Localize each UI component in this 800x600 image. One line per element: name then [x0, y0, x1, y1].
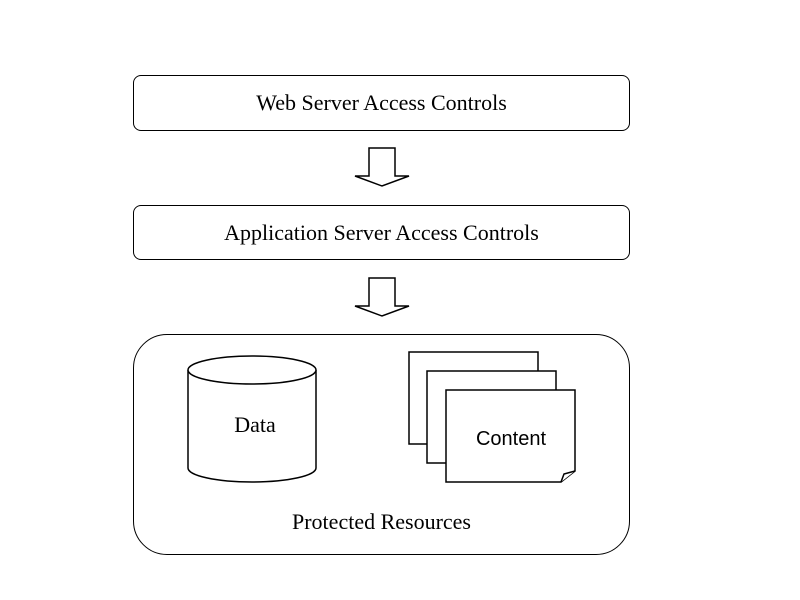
content-label: Content [476, 428, 546, 450]
down-arrow-icon [354, 147, 410, 187]
web-server-access-controls-box: Web Server Access Controls [133, 75, 630, 131]
web-server-access-controls-label: Web Server Access Controls [256, 90, 507, 115]
data-label: Data [234, 412, 276, 437]
down-arrow-icon [354, 277, 410, 317]
application-server-access-controls-label: Application Server Access Controls [224, 219, 539, 245]
database-icon [187, 355, 317, 483]
documents-stack-icon [408, 351, 576, 483]
application-server-access-controls-box: Application Server Access Controls [133, 205, 630, 260]
protected-resources-label: Protected Resources [292, 509, 471, 534]
